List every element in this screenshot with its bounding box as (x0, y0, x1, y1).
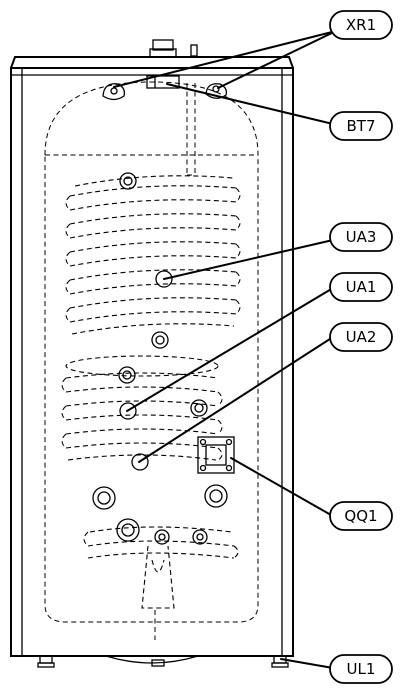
pipe-connections (92, 484, 228, 545)
label-ua1: UA1 (329, 272, 393, 302)
top-ports (102, 75, 228, 101)
svg-text:BT7: BT7 (347, 117, 376, 135)
label-xr1: XR1 (329, 10, 393, 40)
bottom-coil (83, 526, 239, 640)
leader-lines (113, 30, 337, 669)
sensor-pockets (118, 172, 208, 471)
valve-qq1 (197, 436, 235, 474)
label-bt7: BT7 (329, 111, 393, 141)
label-ua3: UA3 (329, 222, 393, 252)
svg-text:XR1: XR1 (346, 16, 376, 34)
cabinet (10, 56, 294, 657)
svg-text:UL1: UL1 (347, 660, 376, 678)
inner-tank (44, 81, 259, 623)
svg-text:QQ1: QQ1 (344, 507, 377, 525)
lower-coil (61, 355, 223, 461)
base-feet (37, 655, 289, 668)
svg-text:UA2: UA2 (346, 328, 377, 346)
top-fittings (149, 39, 198, 58)
label-qq1: QQ1 (329, 501, 393, 531)
svg-text:UA3: UA3 (346, 228, 377, 246)
label-ua2: UA2 (329, 322, 393, 352)
upper-coil (65, 175, 241, 335)
label-ul1: UL1 (329, 654, 393, 684)
svg-text:UA1: UA1 (346, 278, 377, 296)
